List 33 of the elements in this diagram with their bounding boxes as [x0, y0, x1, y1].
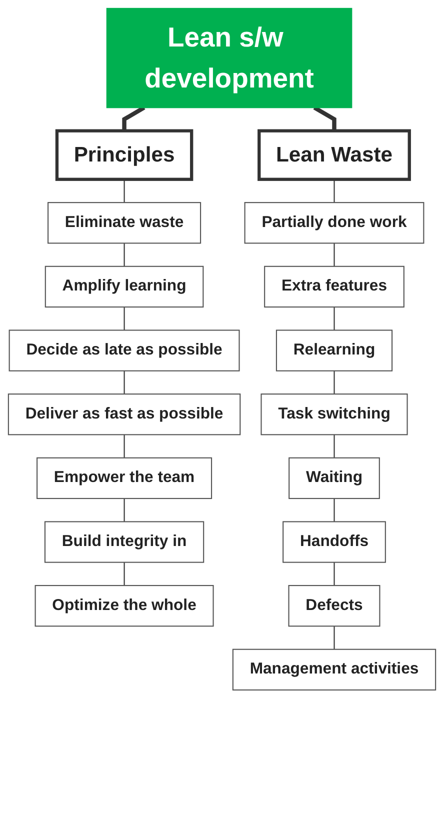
node-box: Task switching — [260, 394, 408, 436]
node-box: Defects — [288, 585, 380, 627]
connector — [334, 498, 335, 522]
connector — [334, 243, 335, 266]
connector — [124, 562, 125, 586]
node-box: Relearning — [276, 330, 393, 372]
connector — [334, 434, 335, 458]
node-box: Lean Waste — [258, 129, 411, 181]
connector — [124, 179, 125, 203]
connector — [334, 307, 335, 330]
node-box: Optimize the whole — [34, 585, 214, 627]
connector — [124, 243, 125, 266]
node-box: Partially done work — [244, 202, 424, 244]
node-box: Extra features — [264, 266, 404, 308]
connector — [334, 370, 335, 394]
node-box: Amplify learning — [44, 266, 204, 308]
node-box: Empower the team — [36, 457, 212, 500]
node-box: Principles — [55, 129, 194, 181]
node-box: Deliver as fast as possible — [8, 394, 241, 436]
connector — [334, 562, 335, 586]
connector — [124, 370, 125, 394]
node-box: Eliminate waste — [48, 202, 202, 244]
connector — [334, 626, 335, 650]
connector — [334, 179, 335, 203]
connector — [124, 307, 125, 330]
node-box: Lean s/w development — [106, 8, 352, 108]
node-box: Handoffs — [282, 521, 386, 563]
node-box: Management activities — [232, 648, 436, 690]
node-box: Build integrity in — [44, 521, 204, 563]
connector — [124, 434, 125, 458]
node-box: Decide as late as possible — [8, 330, 240, 372]
connector — [124, 498, 125, 522]
node-box: Waiting — [288, 457, 380, 500]
